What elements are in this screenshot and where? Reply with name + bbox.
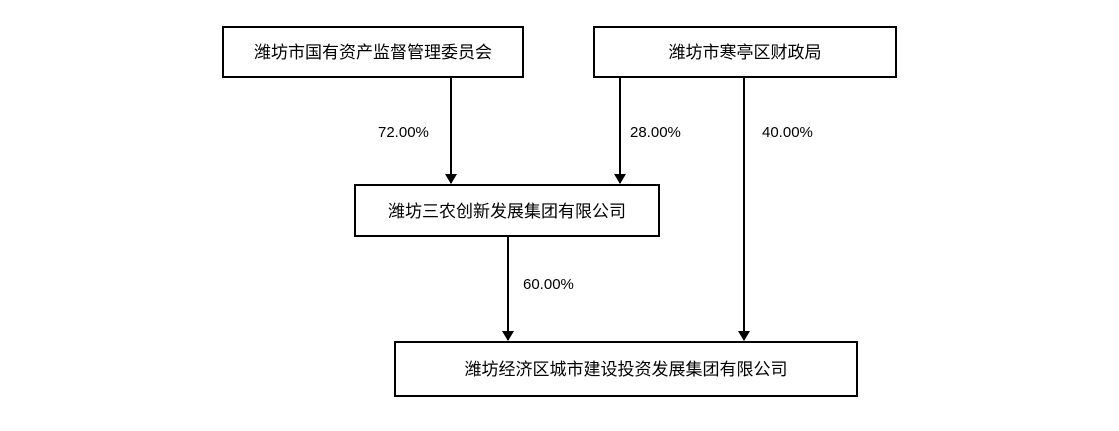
edge-hanting-to-zone-label: 40.00%	[762, 124, 813, 141]
node-economic-zone-group: 潍坊经济区城市建设投资发展集团有限公司	[394, 341, 858, 397]
node-economic-zone-group-label: 潍坊经济区城市建设投资发展集团有限公司	[465, 360, 788, 380]
edge-sannong-to-zone-label: 60.00%	[523, 276, 574, 293]
edge-hanting-to-sannong-label: 28.00%	[630, 124, 681, 141]
edge-hanting-to-sannong: 28.00%	[614, 77, 681, 184]
edge-sasac-to-sannong-label: 72.00%	[378, 124, 429, 141]
edge-sannong-to-zone: 60.00%	[502, 236, 574, 341]
edge-hanting-to-zone: 40.00%	[738, 77, 813, 341]
node-sannong-group: 潍坊三农创新发展集团有限公司	[354, 184, 660, 237]
edge-sasac-to-sannong: 72.00%	[378, 77, 457, 184]
node-weifang-sasac: 潍坊市国有资产监督管理委员会	[222, 26, 524, 78]
node-hanting-finance-label: 潍坊市寒亭区财政局	[669, 43, 822, 63]
node-sannong-group-label: 潍坊三农创新发展集团有限公司	[388, 202, 626, 222]
node-hanting-finance: 潍坊市寒亭区财政局	[593, 26, 897, 78]
node-weifang-sasac-label: 潍坊市国有资产监督管理委员会	[254, 43, 492, 63]
